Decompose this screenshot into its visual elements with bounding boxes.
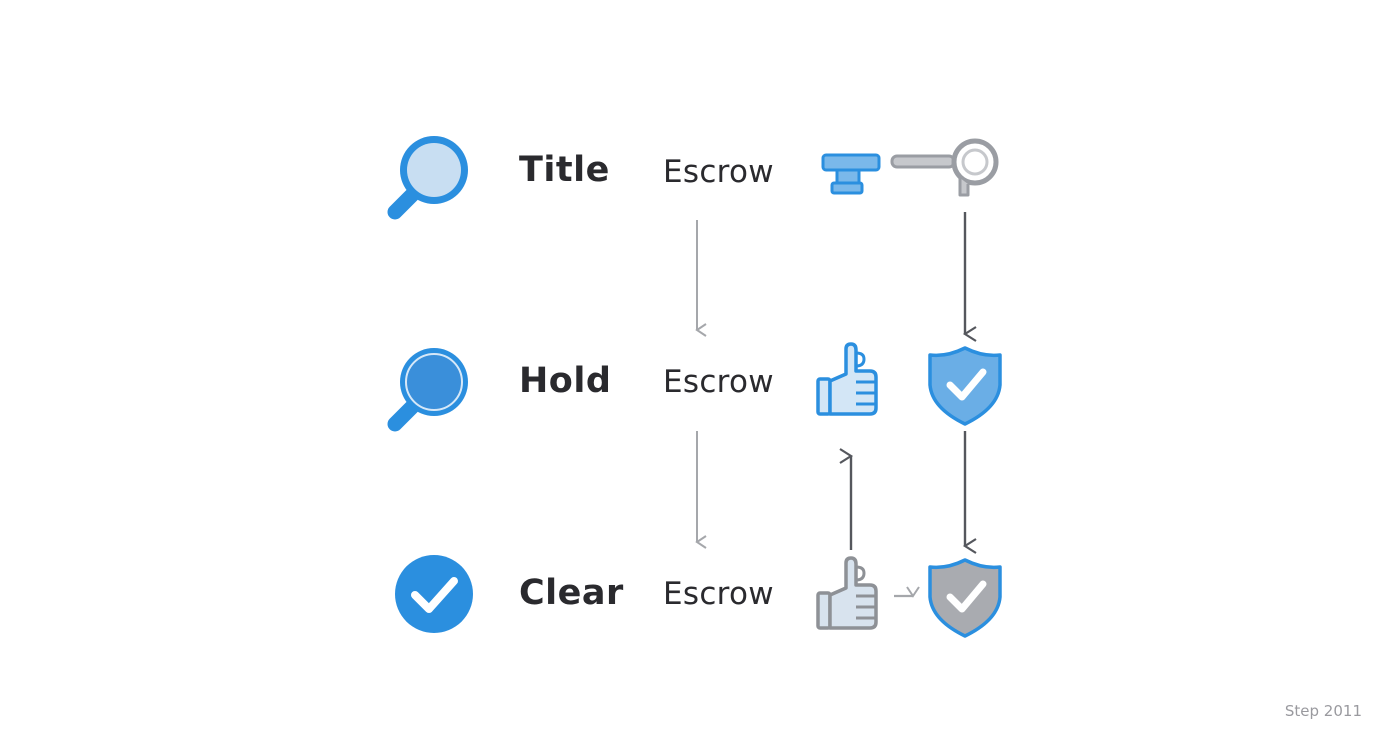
magnifier-icon (387, 136, 468, 220)
thumbs-up-icon (816, 556, 878, 630)
step-label-title: Title (519, 150, 610, 190)
step-label-hold: Hold (519, 361, 612, 401)
escrow-label: Escrow (663, 364, 774, 400)
key-icon (821, 153, 881, 195)
step-footer: Step 2011 (1284, 702, 1362, 720)
check-circle-icon (395, 555, 473, 633)
escrow-label: Escrow (663, 154, 774, 190)
magnifier-icon (387, 348, 468, 432)
shield-check-icon (928, 346, 1002, 426)
escrow-label: Escrow (663, 576, 774, 612)
key-icon (890, 138, 999, 197)
thumbs-up-icon (816, 342, 878, 416)
shield-check-icon (928, 558, 1002, 638)
step-label-clear: Clear (519, 573, 624, 613)
